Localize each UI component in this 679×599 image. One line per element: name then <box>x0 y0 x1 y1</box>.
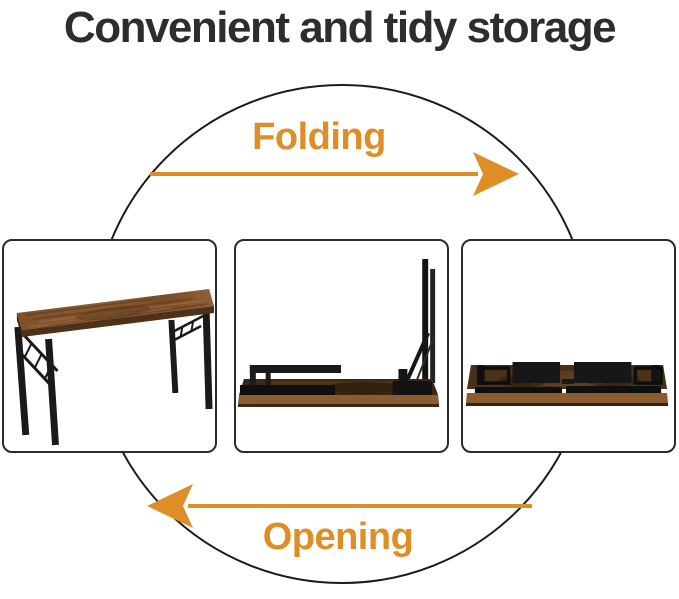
folding-arrow-icon <box>150 152 519 196</box>
table-half-folded-illustration <box>237 259 440 407</box>
table-open-illustration <box>14 289 215 446</box>
panel-table-fully-folded <box>461 239 676 453</box>
tabletop <box>16 289 215 337</box>
upright-leg-frame <box>404 259 436 385</box>
page-title: Convenient and tidy storage <box>63 3 617 52</box>
opening-label: Opening <box>262 516 414 558</box>
panel-table-open <box>2 239 217 453</box>
table-legs <box>14 308 213 446</box>
slab-front-edge <box>465 393 669 406</box>
folding-label: Folding <box>252 116 386 158</box>
folded-leg-frames <box>474 362 663 394</box>
opening-arrow-icon <box>147 484 532 528</box>
panel-table-half-folded <box>234 239 449 453</box>
table-fully-folded-illustration <box>465 362 669 406</box>
folded-leg-frame <box>239 365 433 395</box>
